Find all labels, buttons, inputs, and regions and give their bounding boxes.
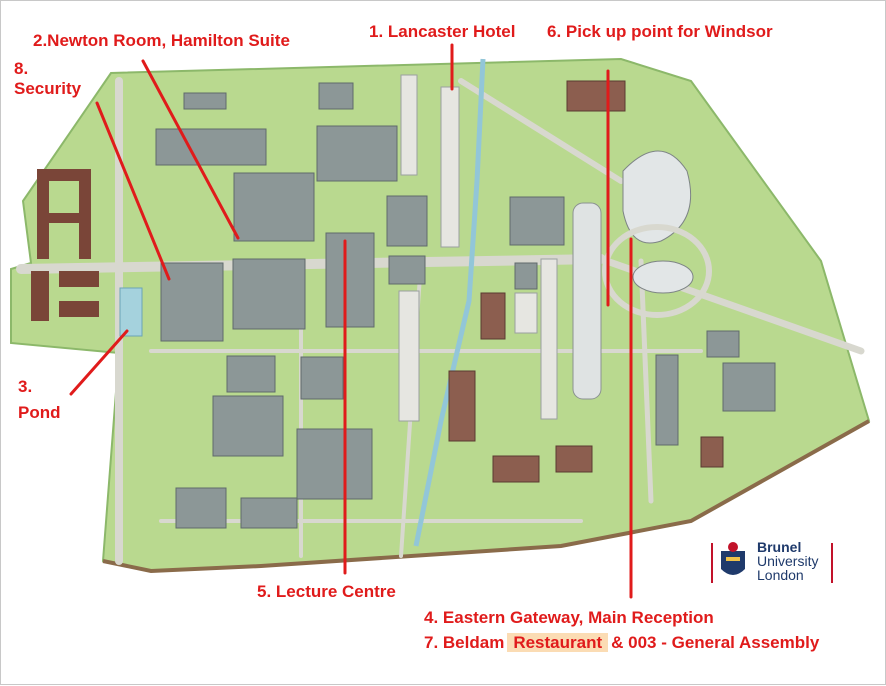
residential-blocks	[398, 74, 558, 422]
logo-line-london: London	[757, 567, 804, 583]
boundary-edge	[102, 419, 870, 574]
crest-icon	[721, 542, 745, 575]
glass-hall	[572, 202, 602, 400]
label-newton-room: 2.Newton Room, Hamilton Suite	[33, 31, 290, 50]
brick-buildings	[448, 80, 724, 483]
grey-buildings	[155, 82, 776, 529]
label-beldam-highlight: Restaurant	[507, 633, 609, 652]
west-brick-buildings	[31, 169, 99, 321]
logo-left-bar	[711, 543, 713, 583]
label-lancaster-hotel: 1. Lancaster Hotel	[369, 22, 516, 41]
label-security: Security	[14, 79, 82, 98]
logo-right-bar	[831, 543, 833, 583]
pond	[119, 287, 143, 337]
eastern-gateway-building	[622, 150, 694, 294]
logo-line-university: University	[757, 553, 819, 569]
paths	[16, 77, 865, 565]
label-eastern-gateway: 4. Eastern Gateway, Main Reception	[424, 608, 714, 627]
label-pond: Pond	[18, 403, 61, 422]
logo-line-brunel: Brunel	[757, 539, 802, 555]
label-lecture-centre: 5. Lecture Centre	[257, 582, 396, 601]
roundabout	[602, 224, 712, 318]
stream	[413, 58, 486, 547]
label-pick-up-point: 6. Pick up point for Windsor	[547, 22, 773, 41]
label-pond-number: 3.	[18, 377, 33, 396]
brunel-wordmark: Brunel University London	[757, 540, 818, 582]
leader-lines	[69, 43, 633, 599]
label-beldam-prefix: 7. Beldam	[424, 633, 505, 652]
brunel-logo	[711, 542, 833, 583]
label-security-number: 8.	[14, 59, 29, 78]
label-beldam-suffix: & 003 - General Assembly	[611, 633, 820, 652]
